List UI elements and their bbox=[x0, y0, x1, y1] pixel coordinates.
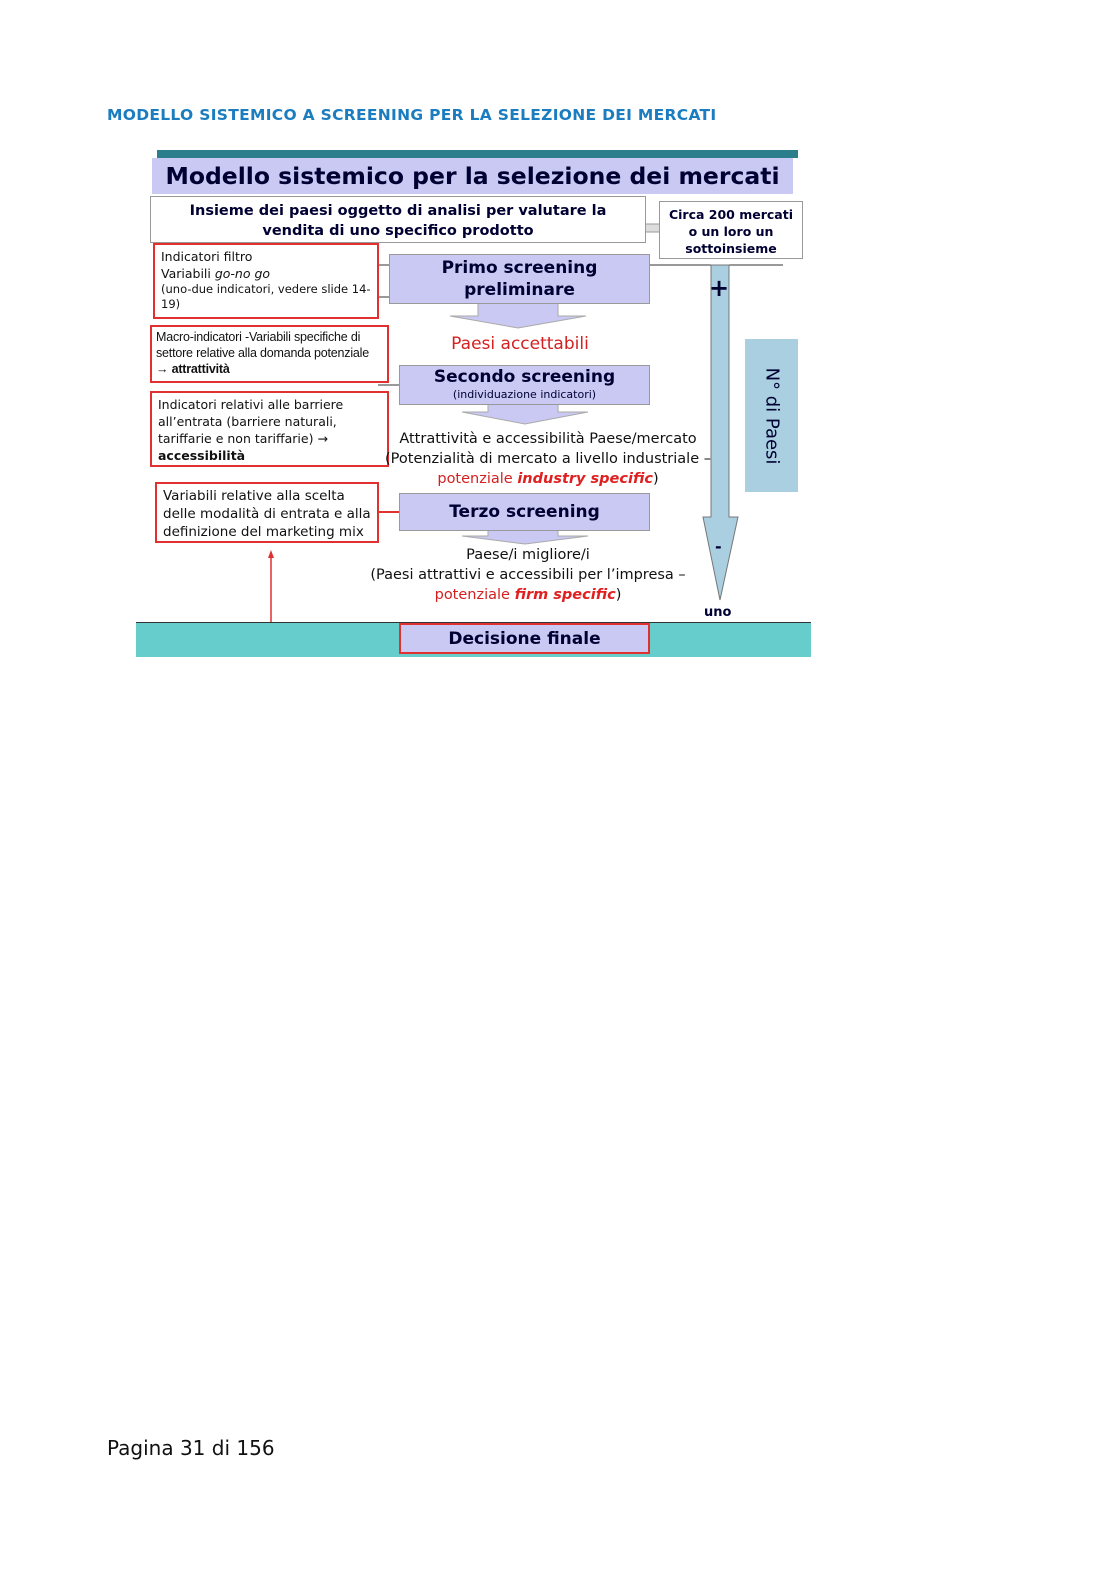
n-paesi-box: N° di Paesi bbox=[745, 339, 798, 492]
text-line: Attrattività e accessibilità Paese/merca… bbox=[399, 431, 697, 447]
text-line: potenziale firm specific) bbox=[360, 585, 696, 605]
plus-sign: + bbox=[709, 274, 730, 302]
text: Indicatori relativi alle barriere all’en… bbox=[158, 397, 344, 446]
n-paesi-label: N° di Paesi bbox=[761, 367, 782, 464]
text-line: Paese/i migliore/i bbox=[466, 547, 590, 563]
insieme-line: vendita di uno specifico prodotto bbox=[262, 223, 534, 239]
slide-top-bar bbox=[157, 150, 798, 158]
circa-line: Circa 200 mercati bbox=[668, 207, 794, 222]
text: Variabili bbox=[161, 266, 215, 281]
box-line: (uno-due indicatori, vedere slide 14-19) bbox=[161, 282, 371, 311]
secondo-screening-box: Secondo screening (individuazione indica… bbox=[399, 365, 650, 405]
circa-line: o un loro un bbox=[688, 224, 774, 239]
text: potenziale bbox=[434, 587, 515, 603]
uno-label: uno bbox=[704, 605, 732, 620]
section-heading: MODELLO SISTEMICO A SCREENING PER LA SEL… bbox=[107, 106, 717, 124]
macro-indicatori-box: Macro-indicatori -Variabili specifiche d… bbox=[150, 325, 389, 383]
box-line: Indicatori filtro bbox=[161, 249, 253, 264]
text: industry specific bbox=[517, 471, 653, 487]
box-title: Secondo screening bbox=[433, 367, 616, 387]
primo-screening-box: Primo screening preliminare bbox=[389, 254, 650, 304]
text: Macro-indicatori -Variabili specifiche d… bbox=[156, 330, 369, 376]
page-number: Pagina 31 di 156 bbox=[107, 1436, 275, 1460]
indicatori-filtro-box: Indicatori filtro Variabili go-no go (un… bbox=[153, 243, 379, 319]
box-subtitle: (individuazione indicatori) bbox=[452, 388, 597, 401]
feedback-arrowhead bbox=[268, 550, 274, 558]
box-line: Variabili go-no go bbox=[161, 265, 371, 282]
marketing-mix-box: Variabili relative alla scelta delle mod… bbox=[155, 482, 379, 543]
text: ) bbox=[615, 587, 622, 603]
text: potenziale bbox=[437, 471, 518, 487]
circa-line: sottoinsieme bbox=[685, 241, 777, 256]
text-line: (Paesi attrattivi e accessibili per l’im… bbox=[370, 567, 686, 583]
decisione-finale-box: Decisione finale bbox=[399, 623, 650, 654]
text-line: (Potenzialità di mercato a livello indus… bbox=[385, 451, 711, 467]
migliori-text: Paese/i migliore/i (Paesi attrattivi e a… bbox=[360, 545, 696, 605]
slide-title: Modello sistemico per la selezione dei m… bbox=[152, 158, 793, 194]
terzo-screening-box: Terzo screening bbox=[399, 493, 650, 531]
text: ) bbox=[652, 471, 659, 487]
barriere-box: Indicatori relativi alle barriere all’en… bbox=[150, 391, 389, 467]
text: firm specific bbox=[514, 587, 616, 603]
paesi-accettabili: Paesi accettabili bbox=[451, 334, 589, 354]
attrattivita-text: Attrattività e accessibilità Paese/merca… bbox=[380, 429, 716, 489]
text-bold: accessibilità bbox=[158, 448, 246, 463]
insieme-line: Insieme dei paesi oggetto di analisi per… bbox=[189, 203, 607, 219]
box-line: Primo screening bbox=[441, 258, 598, 278]
down-arrow-3 bbox=[461, 529, 589, 545]
down-arrow-2 bbox=[461, 403, 589, 425]
text-italic: go-no go bbox=[214, 266, 271, 281]
minus-sign: - bbox=[715, 537, 722, 556]
text-line: potenziale industry specific) bbox=[380, 469, 716, 489]
text-bold: attrattività bbox=[171, 362, 230, 376]
insieme-box: Insieme dei paesi oggetto di analisi per… bbox=[150, 196, 646, 243]
circa-box: Circa 200 mercati o un loro un sottoinsi… bbox=[659, 201, 803, 259]
down-arrow-1 bbox=[449, 302, 587, 329]
box-line: preliminare bbox=[464, 280, 575, 300]
count-arrow bbox=[702, 264, 739, 601]
